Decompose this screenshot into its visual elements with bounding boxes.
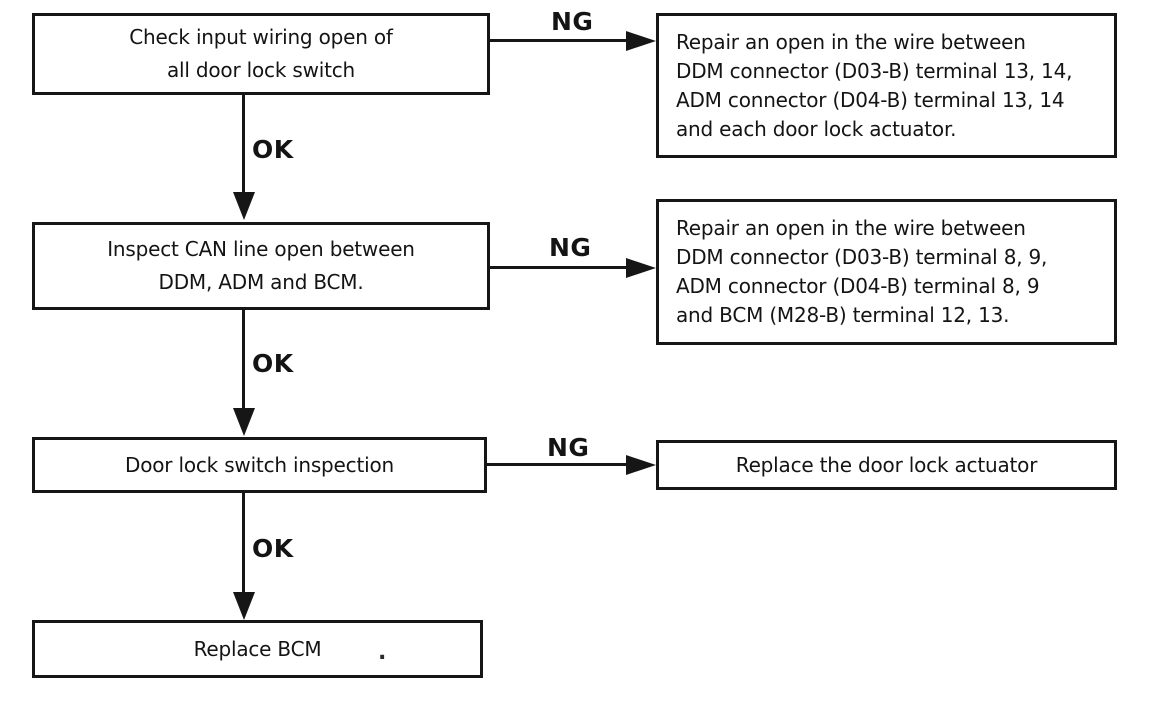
- node-text-line: Replace the door lock actuator: [735, 452, 1038, 477]
- edge-label-ng-1: NG: [551, 7, 594, 36]
- ng-arrow-3: [487, 463, 626, 466]
- node-replace-bcm: Replace BCM: [32, 620, 483, 678]
- node-inspect-can-line: Inspect CAN line open between DDM, ADM a…: [32, 222, 490, 310]
- node-text-line: ADM connector (D04-B) terminal 8, 9: [676, 274, 1040, 298]
- ok-arrow-1: [242, 95, 245, 192]
- node-replace-actuator: Replace the door lock actuator: [656, 440, 1117, 490]
- node-text-line: Repair an open in the wire between: [676, 216, 1026, 240]
- node-text-line: Door lock switch inspection: [125, 452, 394, 477]
- node-text-line: and BCM (M28-B) terminal 12, 13.: [676, 303, 1010, 327]
- node-text-line: Replace BCM: [193, 636, 322, 661]
- node-text-line: all door lock switch: [166, 58, 356, 82]
- edge-label-ng-2: NG: [549, 233, 592, 262]
- node-repair-can-wire: Repair an open in the wire between DDM c…: [656, 199, 1117, 345]
- node-door-lock-switch-inspection: Door lock switch inspection: [32, 437, 487, 493]
- node-text-line: and each door lock actuator.: [676, 116, 957, 141]
- ng-arrow-1: [490, 39, 626, 42]
- edge-label-ok-1: OK: [252, 135, 294, 164]
- node-text-line: Check input wiring open of: [129, 25, 393, 49]
- node-repair-input-wire: Repair an open in the wire between DDM c…: [656, 13, 1117, 158]
- node-text-line: ADM connector (D04-B) terminal 13, 14: [676, 87, 1065, 112]
- node-text-line: Inspect CAN line open between: [107, 237, 415, 261]
- node-text-line: DDM connector (D03-B) terminal 13, 14,: [676, 58, 1073, 83]
- node-text-line: DDM connector (D03-B) terminal 8, 9,: [676, 245, 1048, 269]
- ng-arrow-2: [490, 266, 626, 269]
- node-text-line: Repair an open in the wire between: [676, 29, 1026, 54]
- edge-label-ok-3: OK: [252, 534, 294, 563]
- ok-arrow-2: [242, 310, 245, 408]
- edge-label-ng-3: NG: [547, 433, 590, 462]
- scan-artifact-dot: .: [378, 640, 387, 665]
- node-check-input-wiring: Check input wiring open of all door lock…: [32, 13, 490, 95]
- node-text-line: DDM, ADM and BCM.: [158, 270, 364, 294]
- ok-arrow-3: [242, 493, 245, 592]
- edge-label-ok-2: OK: [252, 349, 294, 378]
